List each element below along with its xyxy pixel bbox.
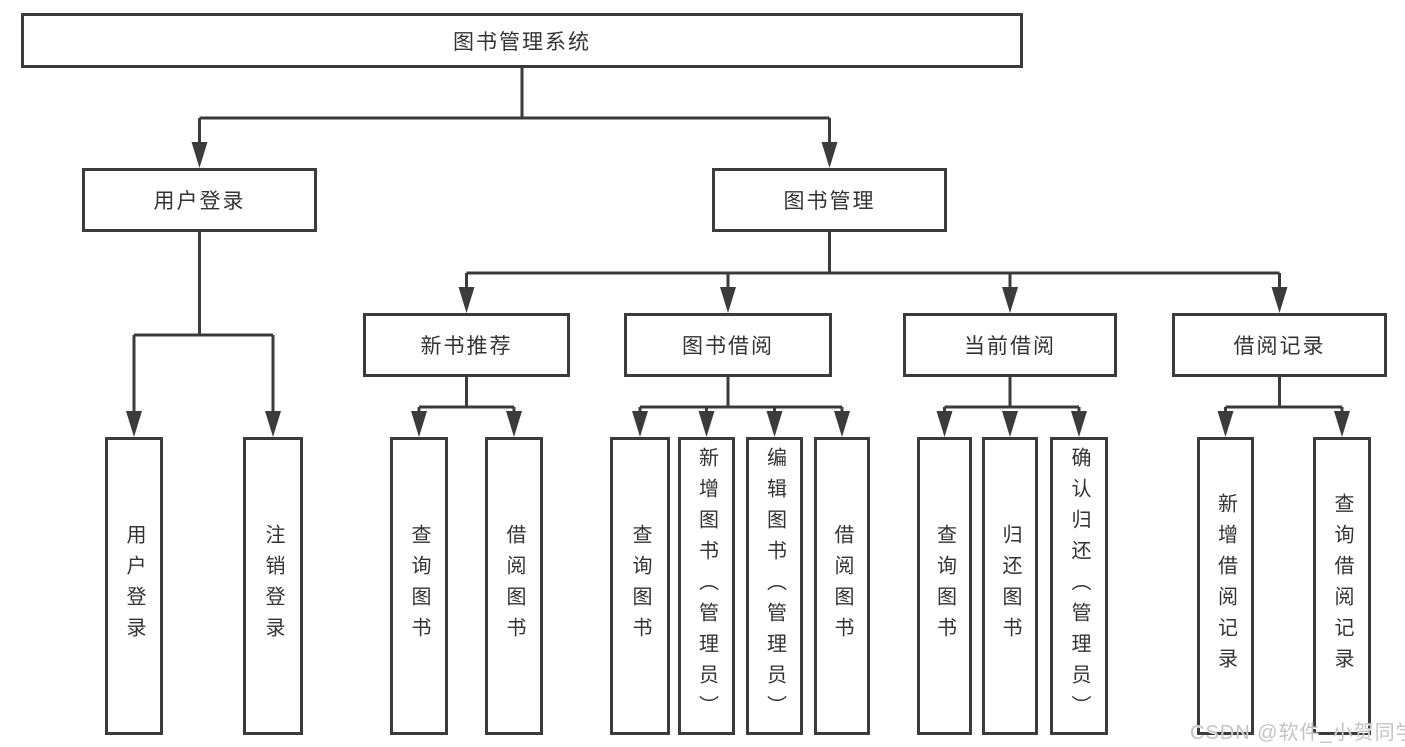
leaf-borrow-query-books: 查询图书 bbox=[610, 437, 670, 735]
leaf-current-confirm-return-admin: 确认归还（管理员） bbox=[1050, 437, 1108, 735]
node-current-borrow: 当前借阅 bbox=[903, 313, 1117, 377]
watermark-text: CSDN @软件_小贺同学 bbox=[1190, 722, 1405, 744]
leaf-current-return-books: 归还图书 bbox=[982, 437, 1038, 735]
leaf-records-add-record: 新增借阅记录 bbox=[1197, 437, 1254, 735]
node-new-book-recommend: 新书推荐 bbox=[363, 313, 570, 377]
node-book-borrow: 图书借阅 bbox=[624, 313, 832, 377]
leaf-borrow-edit-books-admin: 编辑图书（管理员） bbox=[746, 437, 803, 735]
leaf-current-query-books: 查询图书 bbox=[917, 437, 972, 735]
leaf-records-query-record: 查询借阅记录 bbox=[1313, 437, 1371, 735]
node-user-login: 用户登录 bbox=[82, 168, 317, 232]
leaf-newbook-query-books: 查询图书 bbox=[390, 437, 448, 735]
node-root: 图书管理系统 bbox=[21, 13, 1023, 68]
leaf-borrow-borrow-books: 借阅图书 bbox=[814, 437, 870, 735]
leaf-logout: 注销登录 bbox=[243, 437, 303, 735]
leaf-borrow-add-books-admin: 新增图书（管理员） bbox=[678, 437, 735, 735]
leaf-newbook-borrow-books: 借阅图书 bbox=[485, 437, 543, 735]
node-borrow-records: 借阅记录 bbox=[1172, 313, 1387, 377]
node-book-management: 图书管理 bbox=[712, 168, 947, 232]
leaf-user-login: 用户登录 bbox=[105, 437, 163, 735]
